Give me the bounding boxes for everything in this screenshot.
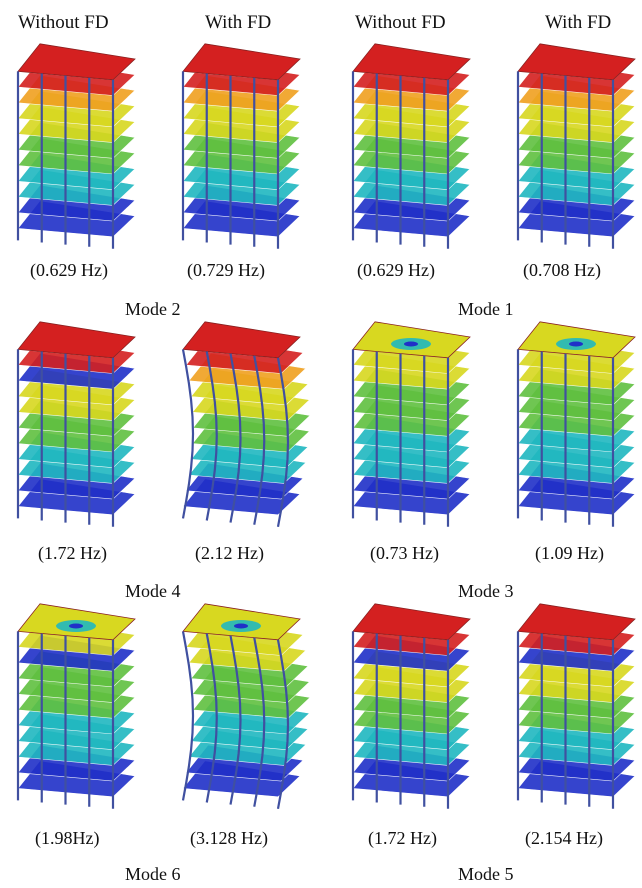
building-model [516, 43, 636, 249]
building-model [516, 603, 636, 809]
frequency-label: (2.154 Hz) [525, 828, 603, 848]
roof-slab [517, 603, 636, 641]
building-model [516, 321, 636, 527]
frequency-label: (3.128 Hz) [190, 828, 268, 848]
building-model [351, 603, 471, 809]
frequency-label: (0.708 Hz) [523, 260, 601, 280]
building-model [181, 321, 311, 527]
building-model [351, 43, 471, 249]
frequency-label: (0.729 Hz) [187, 260, 265, 280]
roof-slab [517, 43, 636, 81]
column-line [253, 637, 266, 807]
torsion-core [569, 341, 583, 347]
column-header-1: Without FD [18, 12, 109, 33]
column-line [205, 633, 218, 803]
frequency-label: (0.629 Hz) [357, 260, 435, 280]
roof-slab [352, 43, 471, 81]
mode-label: Mode 6 [125, 864, 181, 884]
column-line [229, 635, 242, 805]
mode-label: Mode 1 [458, 299, 514, 319]
building-model [16, 603, 136, 809]
column-line [205, 351, 218, 521]
mode-label: Mode 2 [125, 299, 181, 319]
column-header-3: Without FD [355, 12, 446, 33]
column-line [181, 631, 195, 801]
building-model [16, 321, 136, 527]
column-header-2: With FD [205, 12, 272, 33]
torsion-core [234, 623, 248, 629]
torsion-core [404, 341, 418, 347]
building-model [16, 43, 136, 249]
frequency-label: (0.73 Hz) [370, 543, 439, 563]
roof-slab [182, 43, 301, 81]
frequency-label: (1.98Hz) [35, 828, 100, 848]
torsion-core [69, 623, 83, 629]
building-model [181, 603, 311, 809]
roof-slab [17, 43, 136, 81]
mode-label: Mode 4 [125, 581, 181, 601]
column-header-4: With FD [545, 12, 612, 33]
frequency-label: (1.09 Hz) [535, 543, 604, 563]
column-line [276, 357, 290, 527]
building-model [351, 321, 471, 527]
frequency-label: (0.629 Hz) [30, 260, 108, 280]
frequency-label: (1.72 Hz) [368, 828, 437, 848]
frequency-label: (2.12 Hz) [195, 543, 264, 563]
frequency-label: (1.72 Hz) [38, 543, 107, 563]
column-line [181, 349, 195, 519]
building-model [181, 43, 301, 249]
column-line [253, 355, 266, 525]
roof-slab [182, 321, 301, 359]
mode-label: Mode 3 [458, 581, 514, 601]
mode-label: Mode 5 [458, 864, 514, 884]
roof-slab [352, 603, 471, 641]
roof-slab [17, 321, 136, 359]
column-line [276, 639, 290, 809]
column-line [229, 353, 242, 523]
